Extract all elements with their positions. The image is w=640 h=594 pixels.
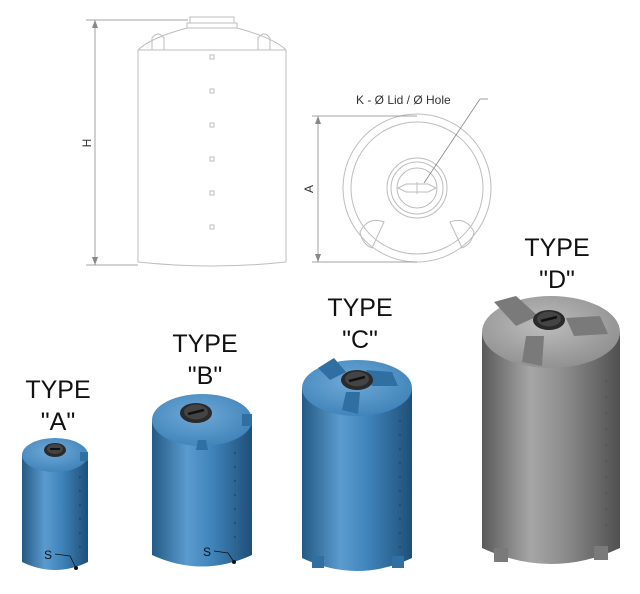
- side-view-drawing: H: [80, 16, 287, 267]
- type-b-letter: "B": [188, 362, 222, 390]
- type-c-level-dots: [399, 420, 401, 548]
- type-b-title: TYPE: [172, 330, 237, 358]
- type-d-title: TYPE: [524, 234, 589, 262]
- height-dimension: H: [80, 19, 188, 266]
- type-d-level-dots: [605, 380, 607, 526]
- type-a-level-dots: [79, 476, 81, 548]
- diameter-label: A: [302, 185, 316, 193]
- height-label: H: [80, 139, 94, 148]
- type-c-letter: "C": [342, 326, 378, 354]
- tank-type-d: TYPE "D": [482, 234, 620, 564]
- type-b-outlet-label: S: [203, 545, 211, 559]
- tank-type-a: TYPE "A" S: [22, 376, 91, 570]
- top-view-drawing: K - Ø Lid / Ø Hole A: [302, 93, 492, 263]
- tank-type-c: TYPE "C": [302, 294, 412, 571]
- diameter-dimension: A: [302, 115, 417, 263]
- type-d-letter: "D": [539, 266, 575, 294]
- level-markers: [209, 54, 215, 230]
- type-a-title: TYPE: [25, 376, 90, 404]
- type-c-title: TYPE: [327, 294, 392, 322]
- lid-label: K - Ø Lid / Ø Hole: [356, 93, 451, 107]
- type-b-level-dots: [234, 452, 236, 538]
- tank-type-b: TYPE "B" S: [152, 330, 252, 567]
- type-a-letter: "A": [41, 408, 75, 436]
- type-a-outlet-label: S: [44, 548, 52, 562]
